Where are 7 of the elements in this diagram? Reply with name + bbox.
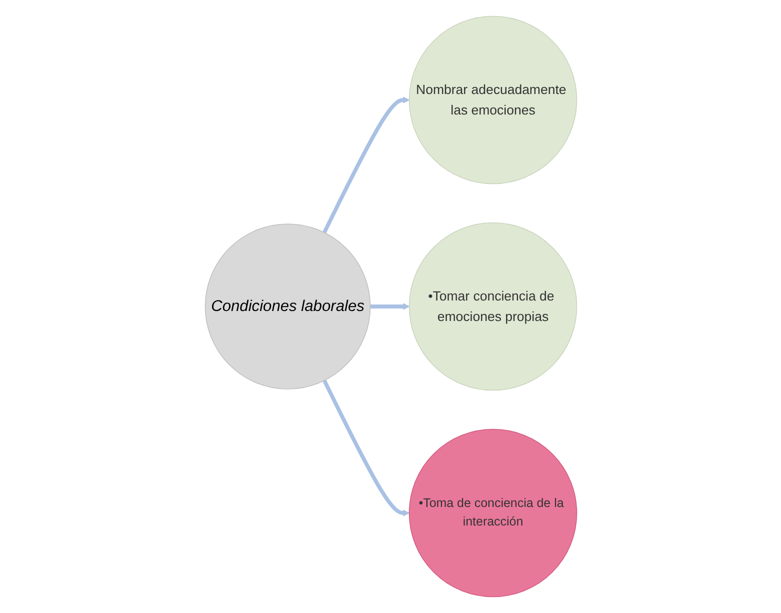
arrow	[322, 96, 410, 234]
node-circle: Nombrar adecuadamente las emociones	[408, 16, 577, 184]
arrow	[370, 303, 410, 310]
arrow	[322, 380, 410, 516]
node-circle: •Tomar conciencia de emociones propias	[408, 222, 577, 391]
node-circle: Condiciones laborales	[204, 224, 370, 390]
node-circle: •Toma de conciencia de la interacción	[408, 428, 577, 598]
